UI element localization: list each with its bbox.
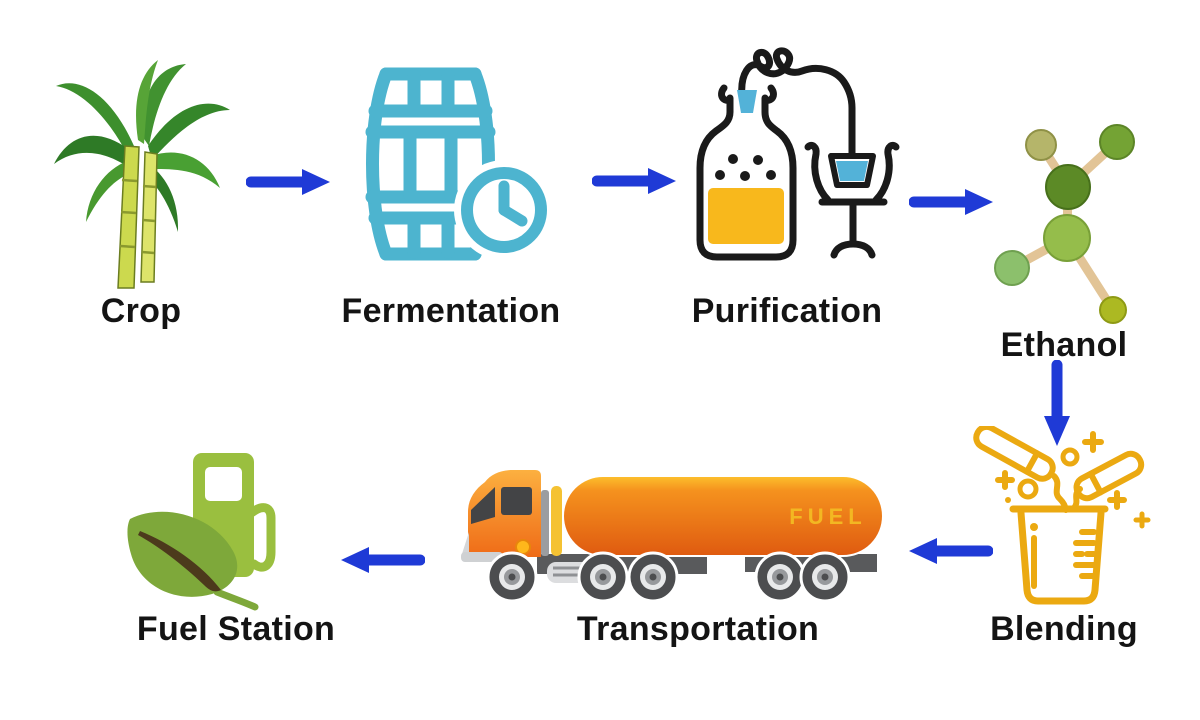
- fuel-pump-leaf-icon: [122, 448, 277, 613]
- step-label-transportation: Transportation: [576, 610, 820, 648]
- flow-arrow-left-2: [339, 545, 425, 575]
- pump-hose: [245, 503, 276, 572]
- fermentation-barrel-clock-icon: [358, 64, 558, 264]
- sparkle-plus: [995, 431, 1127, 510]
- flow-arrow-down: [1042, 360, 1072, 448]
- barrel-clock-graphic: [365, 67, 554, 261]
- truck-wheels: [486, 551, 851, 603]
- sugarcane-crop-icon: [48, 50, 238, 290]
- fuel-pump-leaf-graphic: [127, 453, 276, 611]
- flask-liquid: [708, 188, 784, 244]
- tank-fuel-text: FUEL: [789, 504, 866, 529]
- purification-distillation-icon: [678, 44, 908, 274]
- fuel-truck-icon: FUEL: [455, 462, 905, 607]
- step-label-purification: Purification: [691, 292, 883, 330]
- clock-hands: [498, 180, 528, 227]
- ethanol-molecule-icon: [985, 112, 1145, 324]
- bubbles: [715, 154, 776, 181]
- step-label-fermentation: Fermentation: [341, 292, 561, 330]
- fuel-tank: [562, 475, 884, 557]
- flow-arrow-left-1: [907, 536, 993, 566]
- fuel-truck-graphic: FUEL: [461, 470, 884, 603]
- flow-arrow-right-1: [246, 167, 332, 197]
- sugarcane-crop-graphic: [54, 60, 230, 289]
- step-label-blending: Blending: [990, 610, 1138, 648]
- pump-display: [205, 467, 242, 501]
- flow-arrow-right-2: [592, 166, 678, 196]
- flow-arrow-right-3: [909, 187, 995, 217]
- step-label-crop: Crop: [100, 292, 182, 330]
- beaker-mixing-graphic: [973, 426, 1151, 605]
- flask-stopper: [737, 90, 757, 113]
- step-label-fuel-station: Fuel Station: [136, 610, 336, 648]
- blending-beaker-icon: [972, 426, 1152, 618]
- molecule-graphic: [994, 124, 1135, 324]
- distillation-graphic: [696, 47, 900, 261]
- step-label-ethanol: Ethanol: [1000, 326, 1128, 364]
- cup-liquid: [836, 161, 868, 181]
- leaf-vein: [138, 531, 221, 592]
